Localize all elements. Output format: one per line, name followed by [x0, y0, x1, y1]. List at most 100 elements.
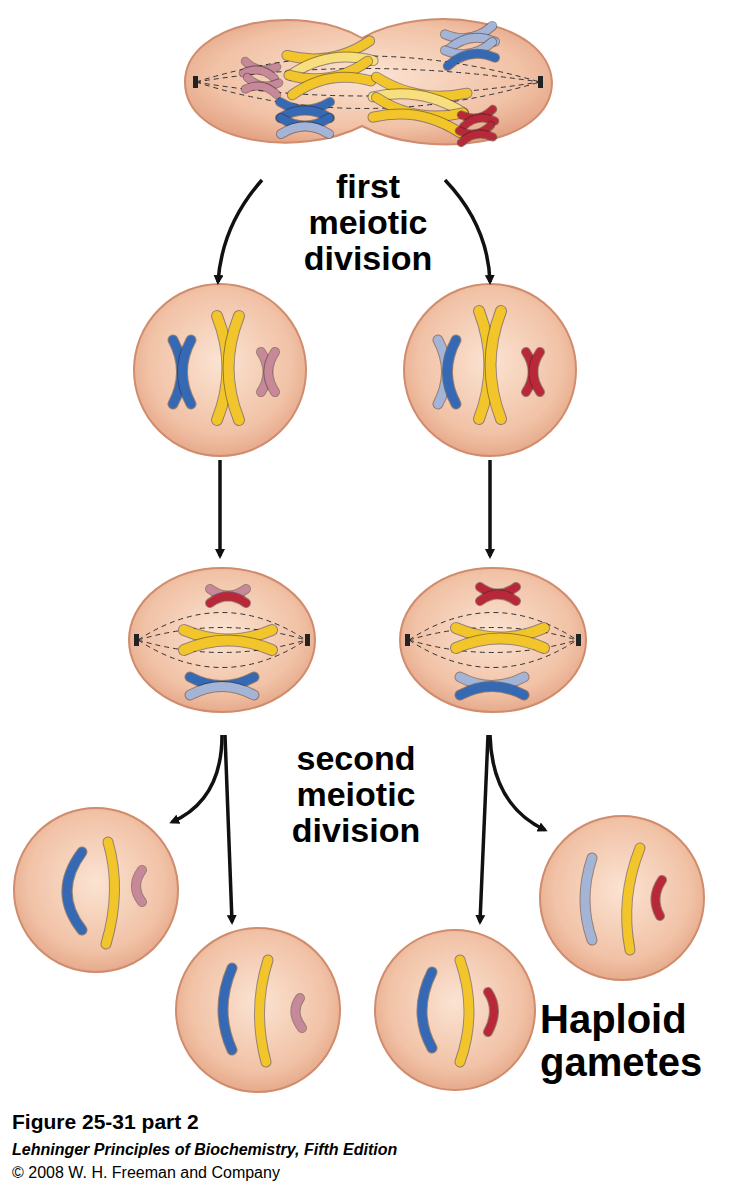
chromatid-outline	[422, 972, 432, 1048]
gamete-cell	[375, 930, 535, 1090]
chromatid-outline	[655, 880, 662, 916]
centriole	[134, 634, 139, 646]
chromatid-outline	[210, 596, 246, 603]
chromosome	[261, 352, 275, 392]
chromosome-group	[67, 26, 662, 1062]
dividing-cell	[185, 19, 552, 144]
chromatid-outline	[627, 848, 640, 950]
process-arrow	[172, 180, 545, 922]
chromosome	[281, 118, 329, 134]
gamete-cell	[540, 816, 704, 980]
chromatid-outline	[268, 352, 275, 392]
chromatid	[281, 126, 329, 134]
chromatid	[488, 992, 494, 1032]
chromatid	[655, 880, 662, 916]
source-note: Lehninger Principles of Biochemistry, Fi…	[12, 1141, 732, 1159]
chromatid-outline	[447, 340, 456, 404]
chromosome	[459, 125, 493, 142]
chromatid	[223, 968, 232, 1050]
chromatid	[533, 352, 540, 392]
dividing-cell	[400, 568, 586, 712]
chromatid-outline	[182, 340, 191, 404]
chromatid-outline	[184, 641, 272, 651]
chromatid	[291, 72, 371, 95]
chromatid-outline	[67, 852, 82, 930]
chromosome	[184, 630, 272, 650]
chromatid	[190, 686, 254, 695]
chromosome	[289, 61, 371, 95]
chromatid-outline	[480, 594, 516, 601]
gamete-cell	[176, 928, 340, 1092]
chromatid	[422, 972, 432, 1048]
chromatid-outline	[373, 108, 461, 133]
chromosome	[245, 77, 279, 94]
gamete-cell	[14, 808, 178, 972]
centriole	[193, 76, 198, 88]
chromosome	[438, 340, 456, 404]
chromatid-outline	[491, 311, 501, 419]
chromatid-outline	[456, 639, 544, 649]
chromatid	[446, 50, 495, 66]
centriole	[576, 634, 581, 646]
chromatid	[585, 858, 592, 940]
dividing-cell	[129, 568, 315, 712]
stage-label: first meiotic division	[288, 168, 448, 276]
chromatid	[447, 340, 456, 404]
stage-label: second meiotic division	[270, 740, 442, 848]
chromatid-outline	[533, 352, 540, 392]
chromosome	[217, 316, 239, 420]
chromatid	[295, 998, 302, 1028]
chromatid-outline	[460, 960, 469, 1062]
chromatid	[460, 132, 493, 143]
chromatid	[460, 686, 524, 695]
chromatid	[210, 596, 246, 603]
chromosome	[456, 628, 544, 648]
chromatid	[67, 852, 82, 930]
chromatid-outline	[460, 686, 524, 695]
chromatid	[373, 108, 461, 133]
chromatid-outline	[245, 84, 278, 95]
figure-caption: Figure 25-31 part 2	[12, 1110, 712, 1134]
result-label: Haploid gametes	[540, 998, 740, 1084]
chromatid-outline	[460, 132, 493, 143]
chromatid-outline	[229, 316, 239, 420]
chromatid	[480, 594, 516, 601]
chromatid-outline	[190, 686, 254, 695]
chromosome	[445, 42, 495, 66]
centriole	[405, 634, 410, 646]
chromatid	[245, 84, 278, 95]
chromosome	[480, 587, 516, 601]
chromatid	[106, 842, 115, 944]
chromatid-outline	[585, 858, 592, 940]
chromatid	[182, 340, 191, 404]
chromatid-outline	[259, 960, 268, 1062]
copyright-note: © 2008 W. H. Freeman and Company	[12, 1164, 732, 1182]
chromatid-outline	[281, 126, 329, 134]
centriole	[305, 634, 310, 646]
chromosome	[526, 352, 540, 392]
chromosome	[460, 677, 524, 695]
chromatid	[268, 352, 275, 392]
chromatid-outline	[106, 842, 115, 944]
chromatid-outline	[291, 72, 371, 95]
chromosome	[210, 589, 246, 603]
daughter-cell	[404, 284, 576, 456]
chromatid	[456, 639, 544, 649]
spindle	[196, 56, 540, 109]
spindle	[138, 613, 577, 668]
chromosome	[373, 98, 463, 133]
chromatid	[184, 641, 272, 651]
chromatid	[627, 848, 640, 950]
chromosome	[280, 102, 330, 118]
chromosome	[479, 311, 501, 419]
chromosome	[190, 677, 254, 695]
chromatid-outline	[295, 998, 302, 1028]
chromatid	[229, 316, 239, 420]
chromatid-outline	[488, 992, 494, 1032]
daughter-cell	[134, 284, 306, 456]
chromatid-outline	[136, 870, 142, 902]
chromatid-outline	[446, 50, 495, 66]
chromosome	[173, 340, 191, 404]
chromatid	[136, 870, 142, 902]
chromatid	[491, 311, 501, 419]
